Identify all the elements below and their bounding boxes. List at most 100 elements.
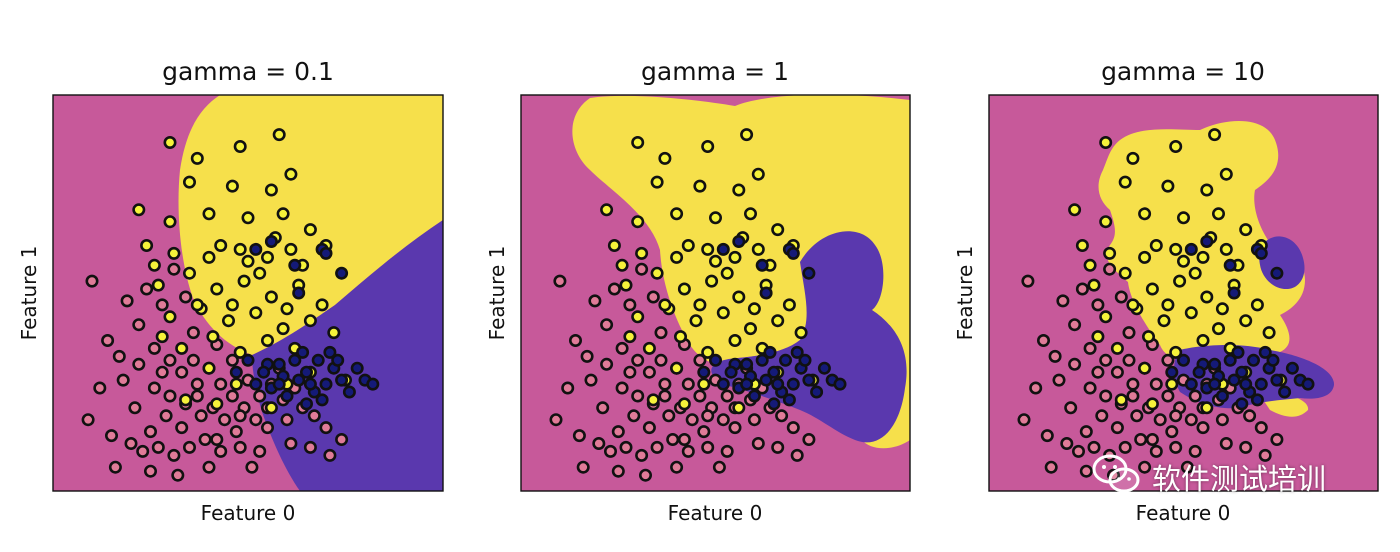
data-point-navy: [763, 345, 777, 359]
data-point-yellow: [1239, 314, 1253, 328]
data-point-pink: [786, 421, 800, 435]
data-point-navy: [292, 286, 306, 300]
data-point-pink: [171, 468, 185, 482]
data-point-yellow: [179, 393, 193, 407]
data-point-yellow: [1177, 254, 1191, 268]
data-point-pink: [681, 377, 695, 391]
data-point-pink: [584, 373, 598, 387]
data-point-yellow: [1184, 306, 1198, 320]
data-point-pink: [1060, 436, 1074, 450]
data-point-yellow: [210, 397, 224, 411]
data-point-yellow: [619, 278, 633, 292]
data-point-pink: [225, 389, 239, 403]
data-point-navy: [759, 373, 773, 387]
data-point-pink: [1068, 318, 1082, 332]
data-point-navy: [786, 377, 800, 391]
data-point-pink: [1188, 389, 1202, 403]
data-point-yellow: [229, 377, 243, 391]
data-point-yellow: [693, 298, 707, 312]
data-point-yellow: [315, 298, 329, 312]
data-point-yellow: [183, 175, 197, 189]
data-point-yellow: [237, 274, 251, 288]
data-point-pink: [1068, 357, 1082, 371]
data-point-yellow: [202, 250, 216, 264]
data-point-pink: [600, 357, 614, 371]
data-point-yellow: [677, 282, 691, 296]
data-point-navy: [1192, 365, 1206, 379]
data-point-pink: [144, 425, 158, 439]
data-point-yellow: [272, 128, 286, 142]
data-point-yellow: [1219, 242, 1233, 256]
data-point-yellow: [260, 333, 274, 347]
data-point-pink: [627, 409, 641, 423]
data-point-yellow: [1138, 207, 1152, 221]
data-point-pink: [635, 448, 649, 462]
data-point-pink: [1169, 440, 1183, 454]
data-point-navy: [1250, 393, 1264, 407]
data-point-pink: [607, 282, 621, 296]
data-point-pink: [1044, 460, 1058, 474]
data-point-pink: [1091, 365, 1105, 379]
data-point-navy: [790, 345, 804, 359]
data-point-pink: [576, 460, 590, 474]
data-point-pink: [666, 432, 680, 446]
data-point-navy: [778, 353, 792, 367]
y-axis-label: Feature 1: [485, 246, 509, 341]
data-point-navy: [249, 242, 263, 256]
data-point-yellow: [615, 258, 629, 272]
data-point-yellow: [751, 242, 765, 256]
data-point-yellow: [210, 282, 224, 296]
data-point-pink: [163, 389, 177, 403]
data-point-pink: [693, 389, 707, 403]
region-class-purple-island: [1259, 236, 1305, 290]
data-point-pink: [677, 432, 691, 446]
data-point-navy: [335, 266, 349, 280]
data-point-navy: [1301, 377, 1315, 391]
data-point-pink: [1052, 373, 1066, 387]
data-point-pink: [1087, 440, 1101, 454]
data-point-pink: [790, 448, 804, 462]
data-point-pink: [1165, 425, 1179, 439]
data-point-yellow: [631, 310, 645, 324]
data-point-yellow: [202, 207, 216, 221]
data-point-pink: [747, 413, 761, 427]
data-point-navy: [241, 353, 255, 367]
data-point-pink: [720, 389, 734, 403]
data-point-pink: [132, 318, 146, 332]
data-point-pink: [642, 421, 656, 435]
data-point-pink: [631, 353, 645, 367]
data-point-yellow: [1212, 207, 1226, 221]
data-point-pink: [635, 262, 649, 276]
data-point-navy: [802, 266, 816, 280]
data-point-pink: [701, 409, 715, 423]
panel-gamma-10: gamma = 10 Feature 0 Feature 1: [953, 57, 1379, 525]
data-point-yellow: [650, 266, 664, 280]
data-point-yellow: [183, 266, 197, 280]
data-point-yellow: [1068, 203, 1082, 217]
data-point-yellow: [701, 140, 715, 154]
data-point-pink: [128, 401, 142, 415]
data-point-pink: [638, 468, 652, 482]
data-point-pink: [202, 460, 216, 474]
watermark-text: 软件测试培训: [1152, 462, 1327, 496]
data-point-yellow: [1188, 266, 1202, 280]
data-point-navy: [1208, 377, 1222, 391]
data-point-pink: [1254, 421, 1268, 435]
data-point-navy: [1227, 286, 1241, 300]
data-point-navy: [296, 345, 310, 359]
data-point-yellow: [646, 393, 660, 407]
data-point-pink: [93, 381, 107, 395]
data-point-pink: [190, 377, 204, 391]
data-point-pink: [1021, 274, 1035, 288]
data-point-pink: [693, 353, 707, 367]
data-point-yellow: [225, 179, 239, 193]
data-point-pink: [611, 425, 625, 439]
data-point-navy: [1223, 353, 1237, 367]
data-point-pink: [615, 381, 629, 395]
data-point-pink: [186, 353, 200, 367]
data-point-yellow: [740, 128, 754, 142]
data-point-pink: [1126, 389, 1140, 403]
data-point-pink: [159, 409, 173, 423]
data-point-yellow: [260, 250, 274, 264]
data-point-yellow: [1099, 136, 1113, 150]
